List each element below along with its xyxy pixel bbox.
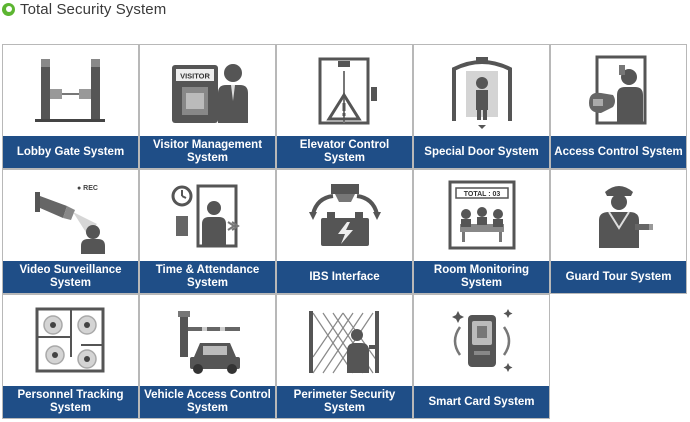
cell-label: Perimeter Security System xyxy=(277,386,412,418)
elevator-icon xyxy=(318,57,377,125)
cell-smart-card-system[interactable]: Smart Card System xyxy=(413,294,550,419)
room-monitor-icon: TOTAL : 03 xyxy=(448,180,515,250)
cell-label: Video Surveillance System xyxy=(3,261,138,293)
floor-plan-tracking-icon xyxy=(35,307,104,373)
rec-text: ● REC xyxy=(77,185,98,192)
turnstile-icon xyxy=(34,59,105,122)
time-clock-icon xyxy=(171,184,240,248)
smart-card-icon xyxy=(451,309,512,372)
visitor-badge-icon: VISITOR xyxy=(171,64,248,123)
cell-lobby-gate-system[interactable]: Lobby Gate System xyxy=(2,44,139,169)
cell-label: Lobby Gate System xyxy=(3,136,138,168)
cell-access-control-system[interactable]: Access Control System xyxy=(550,44,687,169)
cell-label: Elevator Control System xyxy=(277,136,412,168)
fence-intruder-icon xyxy=(308,311,379,374)
cell-ibs-interface[interactable]: IBS Interface xyxy=(276,169,413,294)
security-door-icon xyxy=(451,57,512,129)
cell-label: Guard Tour System xyxy=(551,261,686,293)
system-grid: Lobby Gate System VISITOR Visitor Manage… xyxy=(2,44,688,419)
cell-label: Access Control System xyxy=(551,136,686,168)
cell-label: Vehicle Access Control System xyxy=(140,386,275,418)
battery-interface-icon xyxy=(308,184,381,246)
cell-label: Room Monitoring System xyxy=(414,261,549,293)
cell-label: Special Door System xyxy=(414,136,549,168)
section-header: Total Security System xyxy=(2,0,166,18)
cell-label: Visitor Management System xyxy=(140,136,275,168)
cell-elevator-control-system[interactable]: Elevator Control System xyxy=(276,44,413,169)
cell-vehicle-access-control-system[interactable]: Vehicle Access Control System xyxy=(139,294,276,419)
vehicle-barrier-icon xyxy=(177,311,240,374)
cell-visitor-management-system[interactable]: VISITOR Visitor Management System xyxy=(139,44,276,169)
section-title: Total Security System xyxy=(20,0,167,18)
cell-video-surveillance-system[interactable]: ● REC Video Surveillance System xyxy=(2,169,139,294)
cell-perimeter-security-system[interactable]: Perimeter Security System xyxy=(276,294,413,419)
cell-personnel-tracking-system[interactable]: Personnel Tracking System xyxy=(2,294,139,419)
circle-bullet-icon xyxy=(2,2,15,16)
card-reader-icon xyxy=(588,55,646,125)
cctv-camera-icon: ● REC xyxy=(34,185,105,254)
cell-label: Personnel Tracking System xyxy=(3,386,138,418)
cell-label: Time & Attendance System xyxy=(140,261,275,293)
cell-guard-tour-system[interactable]: Guard Tour System xyxy=(550,169,687,294)
cell-room-monitoring-system[interactable]: TOTAL : 03 Room Monitoring System xyxy=(413,169,550,294)
cell-time-attendance-system[interactable]: Time & Attendance System xyxy=(139,169,276,294)
cell-label: IBS Interface xyxy=(277,261,412,293)
cell-special-door-system[interactable]: Special Door System xyxy=(413,44,550,169)
cell-label: Smart Card System xyxy=(414,386,549,418)
guard-icon xyxy=(598,186,653,248)
visitor-text: VISITOR xyxy=(180,72,210,81)
room-total-text: TOTAL : 03 xyxy=(463,191,500,198)
